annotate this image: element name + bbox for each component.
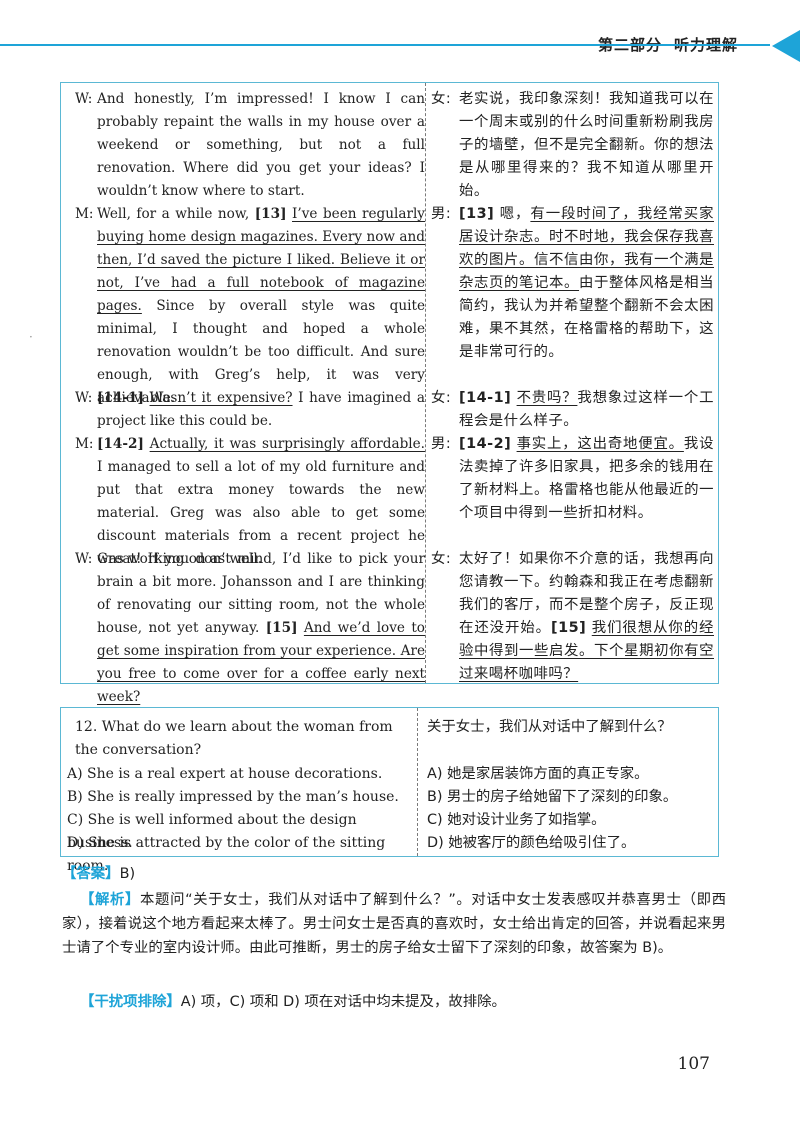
speaker-label: 男: [431,206,452,222]
option-b-zh: B) 男士的房子给她留下了深刻的印象。 [427,789,678,805]
turn-text: [14-2] 事实上，这出奇地便宜。我设法卖掉了许多旧家具，把多余的钱用在了新材… [459,433,714,525]
text-segment: 我想象过这样一个工程会是什么样子。 [459,390,714,429]
question-box: 12. What do we learn about the woman fro… [60,707,719,874]
key-phrase: 事实上，这出奇地便宜。 [516,436,684,452]
key-phrase: And we’d love to get some inspiration fr… [97,620,425,705]
answer-line: 【答案】B) [62,862,726,886]
text-segment: Well, for a while now, [97,206,255,222]
answer-tag: 【答案】 [62,866,120,882]
dialog-box: W:And honestly, I’m impressed! I know I … [60,82,719,705]
option-a-zh: A) 她是家居装饰方面的真正专家。 [427,766,649,782]
margin-tick: · [29,330,33,344]
analysis-tag: 【解析】 [80,892,141,908]
dialog-turn-en-4: M:[14-2] Actually, it was surprisingly a… [61,433,425,567]
question-ref: [15] [551,620,587,636]
text-segment: And honestly, I’m impressed! I know I ca… [97,91,425,199]
question-ref: [14-1] [459,390,512,406]
dialog-turn-en-3: W:[14-1] Wasn’t it expensive? I have ima… [61,387,425,433]
option-b-en: B) She is really impressed by the man’s … [67,789,399,805]
turn-text: [13] 嗯，有一段时间了，我经常买家居设计杂志。时不时地，我会保存我喜欢的图片… [459,203,714,364]
text-segment: 我设法卖掉了许多旧家具，把多余的钱用在了新材料上。格雷格也能从他最近的一个项目中… [459,436,714,521]
dialog-turn-en-1: W:And honestly, I’m impressed! I know I … [61,88,425,203]
speaker-label: M: [75,436,94,452]
dialog-turn-en-2: M:Well, for a while now, [13] I’ve been … [61,203,425,406]
speaker-label: W: [75,390,93,406]
key-phrase: Wasn’t it expensive? [149,390,293,406]
dialog-turn-zh-1: 女: 老实说，我印象深刻！我知道我可以在一个周末或别的什么时间重新粉刷我房子的墙壁… [429,88,714,203]
answer-value: B) [119,866,136,882]
text-segment: Great! If you don’t mind, I’d like to pi… [97,551,425,636]
turn-text: 太好了！如果你不介意的话，我想再向您请教一下。约翰森和我正在考虑翻新我们的客厅，… [459,548,714,686]
option-c-en: C) She is well informed about the design… [67,812,357,851]
speaker-label: M: [75,206,94,222]
page-number: 107 [677,1054,710,1074]
analysis-text: 本题问“关于女士，我们从对话中了解到什么？”。对话中女士发表感叹并恭喜男士（即西… [62,892,726,956]
text-segment: I have imagined a project like this coul… [97,390,425,429]
key-phrase: 有一段时间了，我经常买家居设计杂志。时不时地，我会保存我喜欢的图片。信不信由你，… [459,206,714,291]
analysis-paragraph: 【解析】本题问“关于女士，我们从对话中了解到什么？”。对话中女士发表感叹并恭喜男… [62,888,726,960]
header-rule [0,44,770,46]
dialog-turn-en-5: W:Great! If you don’t mind, I’d like to … [61,548,425,705]
turn-text: 老实说，我印象深刻！我知道我可以在一个周末或别的什么时间重新粉刷我房子的墙壁，但… [459,88,714,203]
turn-text: Well, for a while now, [13] I’ve been re… [97,203,425,410]
option-c-zh: C) 她对设计业务了如指掌。 [427,812,606,828]
option-d-zh: D) 她被客厅的颜色给吸引住了。 [427,835,636,851]
key-phrase: 我们很想从你的经验中得到一些启发。下个星期初你有空过来喝杯咖啡吗？ [459,620,714,682]
text-segment: Since by overall style was quite minimal… [97,298,425,406]
dialog-turn-zh-4: 男: [14-2] 事实上，这出奇地便宜。我设法卖掉了许多旧家具，把多余的钱用在了… [429,433,714,548]
question-stem-en: 12. What do we learn about the woman fro… [75,719,393,758]
question-ref: [15] [265,620,298,636]
text-segment: 太好了！如果你不介意的话，我想再向您请教一下。约翰森和我正在考虑翻新我们的客厅，… [459,551,714,636]
question-ref: [13] [459,206,495,222]
speaker-label: 女: [431,390,452,406]
question-ref: [14-1] [97,390,144,406]
distractor-text: A) 项，C) 项和 D) 项在对话中均未提及，故排除。 [180,994,506,1010]
dialog-turn-zh-5: 女: 太好了！如果你不介意的话，我想再向您请教一下。约翰森和我正在考虑翻新我们的客… [429,548,714,683]
speaker-label: W: [75,91,93,107]
key-phrase: I’ve been regularly buying home design m… [97,206,425,314]
dialog-turn-zh-2: 男: [13] 嗯，有一段时间了，我经常买家居设计杂志。时不时地，我会保存我喜欢的… [429,203,714,387]
key-phrase: 不贵吗？ [516,390,578,406]
question-ref: [13] [254,206,287,222]
distractor-tag: 【干扰项排除】 [80,994,181,1010]
text-segment: I managed to sell a lot of my old furnit… [97,459,425,567]
turn-text: And honestly, I’m impressed! I know I ca… [97,88,425,203]
distractor-paragraph: 【干扰项排除】A) 项，C) 项和 D) 项在对话中均未提及，故排除。 [62,990,726,1014]
column-divider [425,83,426,683]
turn-text: [14-1] Wasn’t it expensive? I have imagi… [97,387,425,433]
turn-text: [14-2] Actually, it was surprisingly aff… [97,433,425,571]
header-arrow-icon [772,30,800,62]
turn-text: Great! If you don’t mind, I’d like to pi… [97,548,425,709]
speaker-label: 男: [431,436,452,452]
text-segment: 由于整体风格是相当简约，我认为并希望整个翻新不会太困难，果不其然，在格雷格的帮助… [459,275,714,360]
speaker-label: 女: [431,551,452,567]
key-phrase: Actually, it was surprisingly affordable… [149,436,425,452]
speaker-label: 女: [431,91,452,107]
question-stem-zh: 关于女士，我们从对话中了解到什么？ [427,719,672,735]
dialog-turn-zh-3: 女: [14-1] 不贵吗？我想象过这样一个工程会是什么样子。 [429,387,714,433]
option-a-en: A) She is a real expert at house decorat… [67,766,383,782]
question-ref: [14-2] [459,436,512,452]
speaker-label: W: [75,551,93,567]
turn-text: [14-1] 不贵吗？我想象过这样一个工程会是什么样子。 [459,387,714,433]
option-d-en: D) She is attracted by the color of the … [67,835,386,874]
question-column-divider [417,708,418,856]
text-segment: 嗯， [494,206,531,222]
text-segment: 老实说，我印象深刻！我知道我可以在一个周末或别的什么时间重新粉刷我房子的墙壁，但… [459,91,714,199]
question-ref: [14-2] [97,436,144,452]
